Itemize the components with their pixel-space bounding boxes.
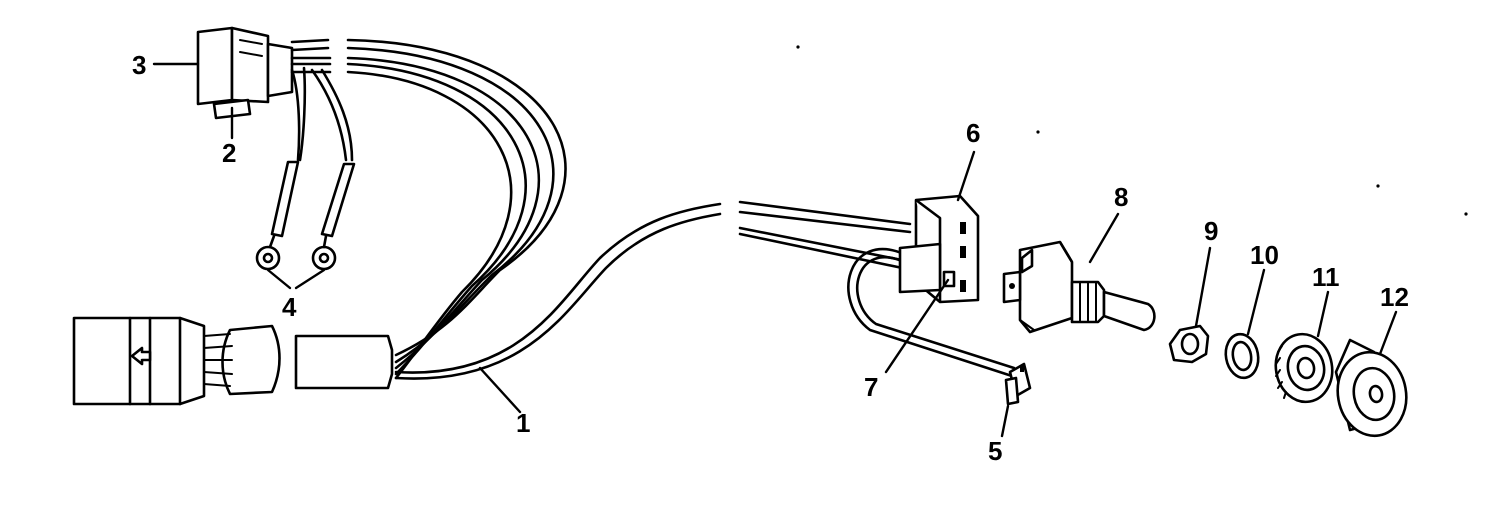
knurled-nut-11 [1274,332,1334,404]
print-specks [796,45,1468,216]
callout-9: 9 [1204,216,1218,246]
callout-labels: 1 2 3 4 5 6 7 8 9 10 11 12 [132,50,1409,466]
leader-lines [152,62,1398,438]
switch-connector-6 [898,194,980,304]
washer-10 [1224,332,1260,380]
toggle-switch-8 [1002,240,1156,334]
callout-11: 11 [1312,262,1340,292]
jumper-wire [847,247,1016,378]
callout-12: 12 [1380,282,1409,312]
callout-8: 8 [1114,182,1128,212]
callout-5: 5 [988,436,1002,466]
boot-cap-12 [1334,338,1408,438]
switch-lead-wires [738,200,914,272]
callout-10: 10 [1250,240,1279,270]
ring-terminal-left [255,160,300,271]
harness-wires-to-switch [394,202,722,380]
connector-housing [196,26,294,120]
pigtail-leads [290,66,354,162]
ring-terminal-right [311,162,356,271]
callout-3: 3 [132,50,146,80]
jumper-terminal-5 [1004,362,1032,406]
callout-6: 6 [966,118,980,148]
callout-1: 1 [516,408,530,438]
callout-2: 2 [222,138,236,168]
harness-wires-loop [346,38,567,380]
hex-nut-9 [1168,324,1210,364]
callout-4: 4 [282,292,297,322]
harness-main-plug [72,316,206,406]
harness-wires-short-left [290,38,332,74]
callout-7: 7 [864,372,878,402]
harness-sheath [203,324,394,396]
